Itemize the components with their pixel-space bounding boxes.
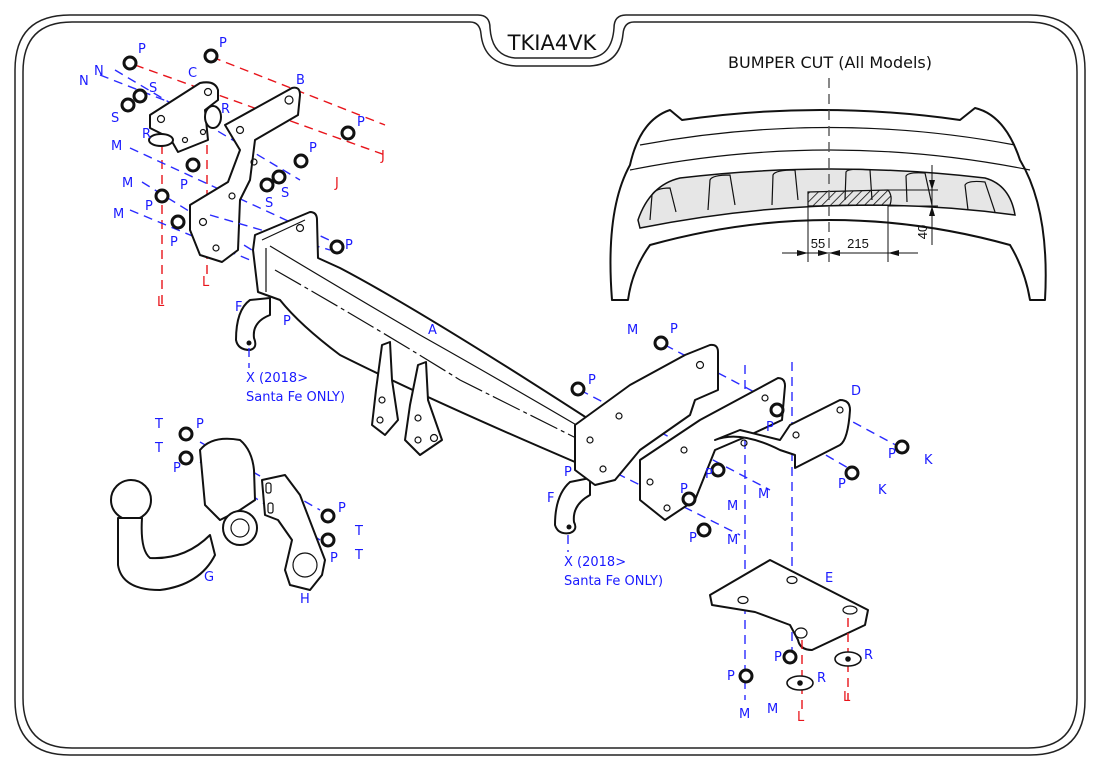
label-r: R xyxy=(864,648,873,663)
label-p: P xyxy=(766,420,774,435)
dim-cut-width: 215 xyxy=(847,236,869,251)
label-m: M xyxy=(111,139,122,154)
bumper-cut-heading: BUMPER CUT (All Models) xyxy=(728,53,932,72)
label-m: M xyxy=(739,707,750,722)
label-m: M xyxy=(758,487,769,502)
label-p: P xyxy=(689,531,697,546)
label-p: P xyxy=(283,314,291,329)
label-p: P xyxy=(338,501,346,516)
label-p: P xyxy=(219,36,227,51)
label-part-b: B xyxy=(296,73,305,88)
label-t: T xyxy=(354,548,363,563)
label-p: P xyxy=(138,42,146,57)
part-f-bracket-left xyxy=(235,297,271,368)
left-bracket-assembly xyxy=(99,56,386,305)
label-p: P xyxy=(727,669,735,684)
label-p: P xyxy=(838,477,846,492)
label-part-f-right: F xyxy=(547,491,554,506)
label-m: M xyxy=(122,176,133,191)
label-part-h: H xyxy=(300,592,310,607)
label-m: M xyxy=(767,702,778,717)
label-t: T xyxy=(354,524,363,539)
label-part-d: D xyxy=(851,384,861,399)
label-k: K xyxy=(924,453,933,468)
label-p: P xyxy=(173,461,181,476)
label-part-f-left: F xyxy=(235,300,242,315)
label-p: P xyxy=(888,447,896,462)
label-p: P xyxy=(774,650,782,665)
label-p: P xyxy=(564,465,572,480)
label-p: P xyxy=(180,178,188,193)
x-note-line1: X (2018> xyxy=(564,555,626,570)
label-r: R xyxy=(221,102,230,117)
dim-left-offset: 55 xyxy=(811,236,825,251)
label-l: L xyxy=(843,690,851,705)
label-p: P xyxy=(705,467,713,482)
label-m: M xyxy=(727,533,738,548)
x-note-line1: X (2018> xyxy=(246,371,308,386)
label-p: P xyxy=(170,235,178,250)
frame-border xyxy=(14,14,1086,756)
label-p: P xyxy=(588,373,596,388)
label-s: S xyxy=(265,196,273,211)
label-part-e: E xyxy=(825,571,833,586)
label-n: N xyxy=(79,74,89,89)
part-labels: A B C D E F F G H xyxy=(188,66,861,607)
right-bracket-assembly xyxy=(574,343,906,700)
label-s: S xyxy=(149,81,157,96)
label-l: L xyxy=(202,275,210,290)
label-t: T xyxy=(154,441,163,456)
label-p: P xyxy=(309,141,317,156)
bumper-cut-area xyxy=(807,189,892,207)
part-f-bracket-right xyxy=(554,477,591,552)
part-h-plate xyxy=(261,474,326,591)
x-note-line2: Santa Fe ONLY) xyxy=(564,574,663,589)
washers xyxy=(120,48,910,684)
label-p: P xyxy=(196,417,204,432)
fastener-labels-red: J J L L L L xyxy=(157,149,851,725)
dim-cut-depth: 40 xyxy=(915,225,930,239)
diagram-title: TKIA4VK xyxy=(507,31,598,55)
washers-r xyxy=(786,651,862,691)
label-l: L xyxy=(157,295,165,310)
label-part-g: G xyxy=(204,570,214,585)
bumper-cut-view: BUMPER CUT (All Models) xyxy=(609,53,1047,301)
part-a-crossbar xyxy=(209,211,591,471)
part-b-bracket xyxy=(189,86,301,263)
x-note-right: X (2018> Santa Fe ONLY) xyxy=(564,555,663,589)
label-m: M xyxy=(727,499,738,514)
label-p: P xyxy=(670,322,678,337)
label-t: T xyxy=(154,417,163,432)
part-d-bracket xyxy=(714,399,851,469)
label-r: R xyxy=(142,127,151,142)
label-part-c: C xyxy=(188,66,197,81)
part-outer-plate xyxy=(574,343,719,486)
label-p: P xyxy=(145,199,153,214)
part-e-plate xyxy=(709,559,869,710)
label-l: L xyxy=(797,710,805,725)
label-p: P xyxy=(357,115,365,130)
label-p: P xyxy=(330,551,338,566)
label-p: P xyxy=(680,482,688,497)
label-k: K xyxy=(878,483,887,498)
x-note-line2: Santa Fe ONLY) xyxy=(246,390,345,405)
label-n: N xyxy=(94,64,104,79)
part-g-towball xyxy=(110,437,321,591)
label-j: J xyxy=(380,149,385,164)
label-j: J xyxy=(334,176,339,191)
label-part-a: A xyxy=(428,323,437,338)
part-inner-plate xyxy=(639,377,786,521)
label-r: R xyxy=(817,671,826,686)
label-s: S xyxy=(281,186,289,201)
fastener-labels: P P N N S S R R P P S S M P M P M P P P … xyxy=(79,36,933,722)
x-note-left: X (2018> Santa Fe ONLY) xyxy=(246,371,345,405)
label-p: P xyxy=(345,238,353,253)
label-s: S xyxy=(111,111,119,126)
label-m: M xyxy=(627,323,638,338)
label-m: M xyxy=(113,207,124,222)
